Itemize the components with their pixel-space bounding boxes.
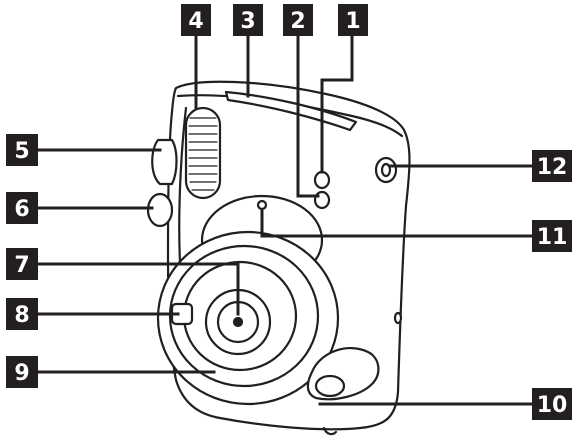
callout-number: 6	[14, 197, 29, 222]
lens-barrel-ring	[168, 244, 320, 388]
leader-line-1	[320, 30, 354, 174]
callout-box	[6, 134, 38, 166]
callout-9: 9	[6, 356, 38, 388]
callout-number: 10	[537, 393, 568, 418]
callout-5: 5	[6, 134, 38, 166]
callout-6: 6	[6, 192, 38, 224]
callout-box	[532, 388, 572, 420]
self-timer-lamp	[313, 170, 331, 190]
callout-number: 9	[14, 361, 29, 386]
callout-11: 11	[532, 220, 572, 252]
viewfinder	[184, 106, 222, 200]
callout-number: 4	[188, 9, 203, 34]
power-button	[146, 192, 174, 228]
callout-4: 4	[181, 4, 211, 36]
callout-number: 8	[14, 303, 29, 328]
callout-number: 7	[14, 253, 29, 278]
callout-box	[6, 248, 38, 280]
camera-side-edge	[178, 106, 188, 264]
camera-top-edge	[176, 94, 404, 138]
camera-base	[322, 426, 338, 436]
callout-number: 2	[290, 9, 305, 34]
callout-box	[338, 4, 368, 36]
callout-10: 10	[532, 388, 572, 420]
callout-1: 1	[338, 4, 368, 36]
callout-box	[6, 356, 38, 388]
flash-control-sensor	[313, 190, 331, 210]
callout-box	[532, 150, 572, 182]
callout-2: 2	[283, 4, 313, 36]
callout-number: 12	[537, 155, 568, 180]
callout-12: 12	[532, 150, 572, 182]
camera-illustration	[146, 80, 411, 436]
callout-box	[532, 220, 572, 252]
callout-number: 11	[537, 225, 568, 250]
leader-line-2	[296, 30, 320, 198]
callout-box	[181, 4, 211, 36]
callout-number: 5	[14, 139, 29, 164]
callout-number: 3	[240, 9, 255, 34]
strap-eyelet-inner	[380, 162, 392, 178]
leader-lines	[34, 30, 536, 406]
body-hole	[393, 311, 403, 325]
callout-8: 8	[6, 298, 38, 330]
leader-line-7	[34, 262, 240, 316]
shutter-button	[151, 138, 178, 186]
leader-line-11	[260, 208, 536, 238]
lens-indicator-dot	[256, 199, 268, 211]
callout-7: 7	[6, 248, 38, 280]
callout-box	[6, 192, 38, 224]
viewfinder-ridges	[188, 117, 218, 191]
strap-loop	[314, 374, 346, 398]
callout-3: 3	[233, 4, 263, 36]
callout-box	[233, 4, 263, 36]
callout-box	[6, 298, 38, 330]
lens-center	[232, 316, 244, 328]
callout-box	[283, 4, 313, 36]
callout-number: 1	[345, 9, 360, 34]
